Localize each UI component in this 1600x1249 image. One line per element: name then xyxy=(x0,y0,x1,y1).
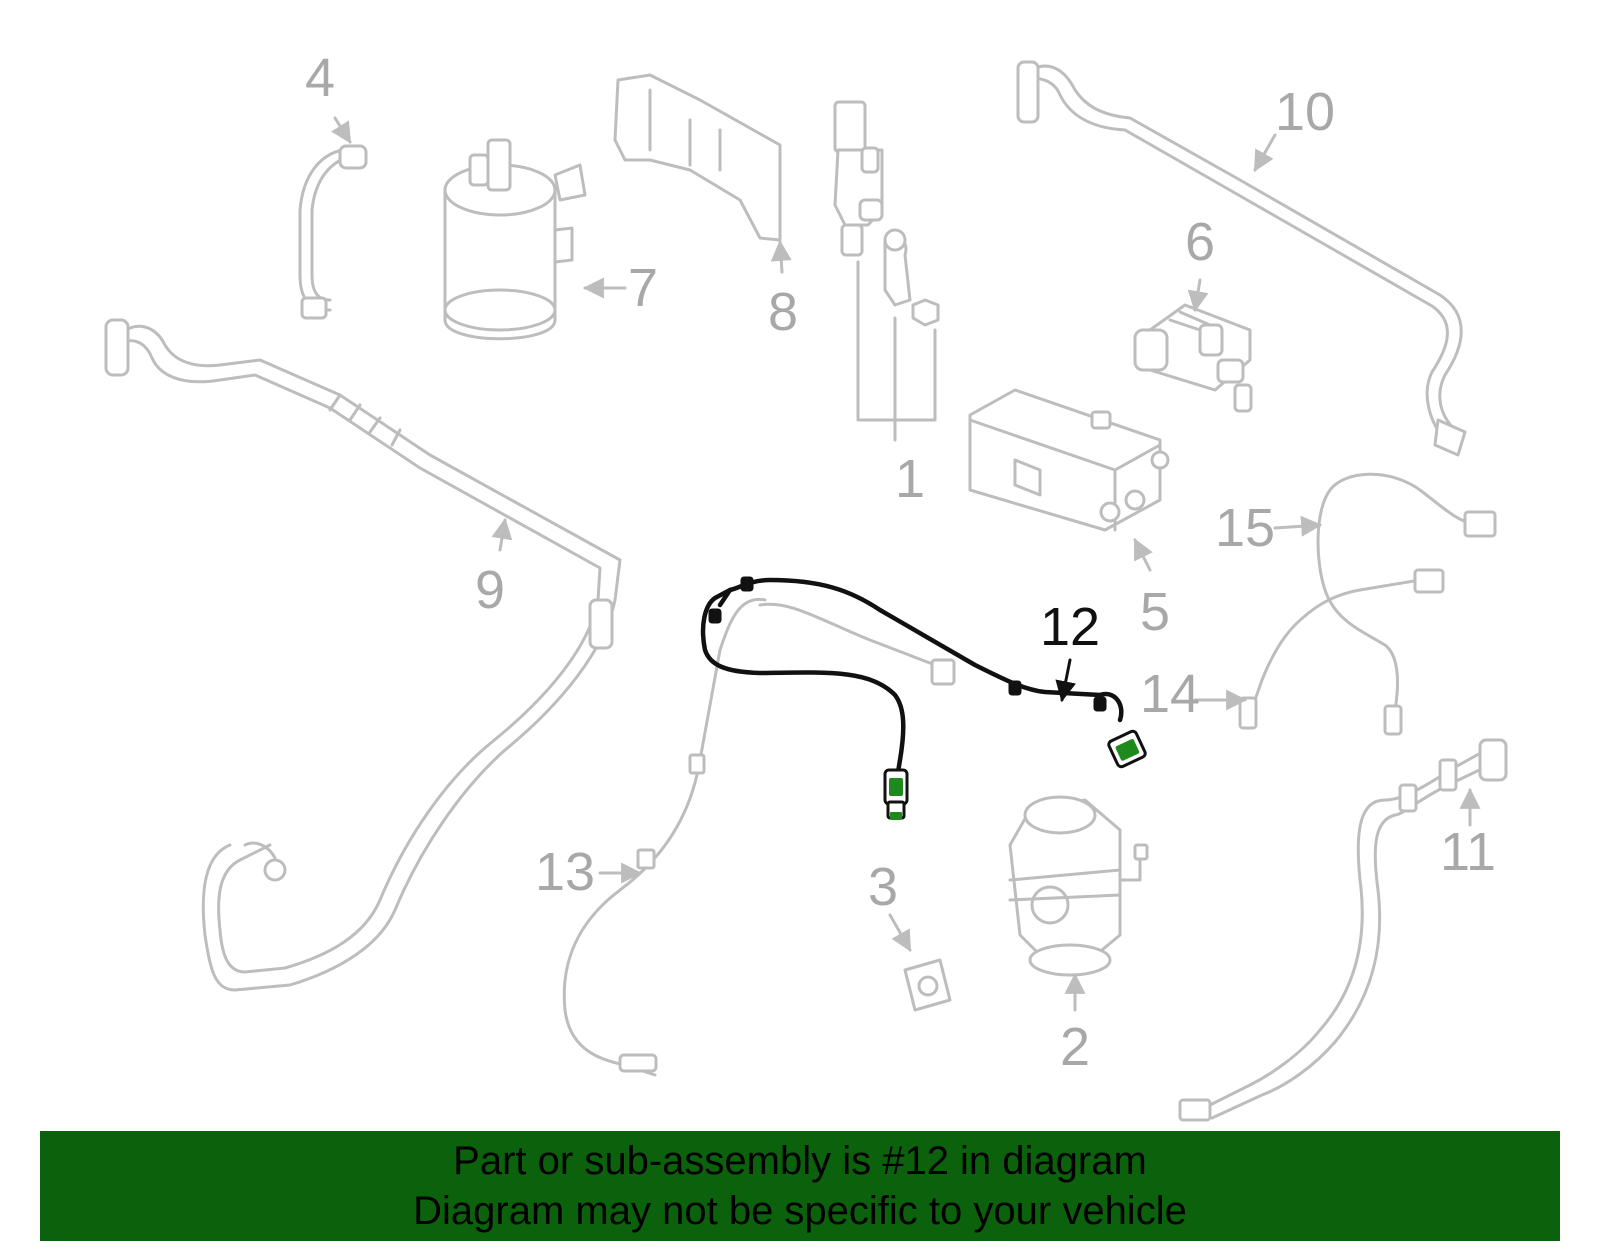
callout-12: 12 xyxy=(1040,597,1100,657)
part-6-solenoid xyxy=(1133,303,1253,413)
callout-2: 2 xyxy=(1060,1017,1090,1077)
callout-3: 3 xyxy=(868,857,898,917)
part-10-pipe xyxy=(1016,60,1467,457)
info-banner: Part or sub-assembly is #12 in diagram D… xyxy=(40,1131,1560,1241)
callout-4: 4 xyxy=(305,48,335,108)
part-11-pipe xyxy=(1178,738,1508,1122)
callout-labels: 4 7 8 1 10 6 9 5 15 12 14 13 3 11 2 xyxy=(305,48,1496,1077)
part-3-gasket xyxy=(903,958,952,1012)
callout-7: 7 xyxy=(628,258,658,318)
callout-14: 14 xyxy=(1140,664,1200,724)
banner-line-2: Diagram may not be specific to your vehi… xyxy=(413,1189,1187,1233)
callout-6: 6 xyxy=(1185,212,1215,272)
leader-arrows xyxy=(331,116,1481,1012)
part-1-valve xyxy=(833,100,940,442)
part-14-sensor xyxy=(1238,568,1445,730)
callout-15: 15 xyxy=(1215,498,1275,558)
part-7-canister xyxy=(443,138,587,341)
callout-5: 5 xyxy=(1140,582,1170,642)
callout-13: 13 xyxy=(535,842,595,902)
callout-1: 1 xyxy=(895,449,925,509)
part-2-pump xyxy=(1008,795,1149,977)
part-8-bracket xyxy=(613,73,782,242)
callout-11: 11 xyxy=(1440,822,1496,882)
callout-10: 10 xyxy=(1275,82,1335,142)
part-5-canister-box xyxy=(968,388,1170,532)
part-13-sensor xyxy=(562,597,956,1077)
part-4-pipe xyxy=(298,144,368,320)
callout-9: 9 xyxy=(475,560,505,620)
part-15-sensor xyxy=(1316,472,1497,736)
callout-8: 8 xyxy=(768,282,798,342)
banner-line-1: Part or sub-assembly is #12 in diagram xyxy=(453,1139,1147,1183)
part-12-oxygen-sensor xyxy=(700,576,1147,820)
part-9-pipe xyxy=(104,318,622,992)
